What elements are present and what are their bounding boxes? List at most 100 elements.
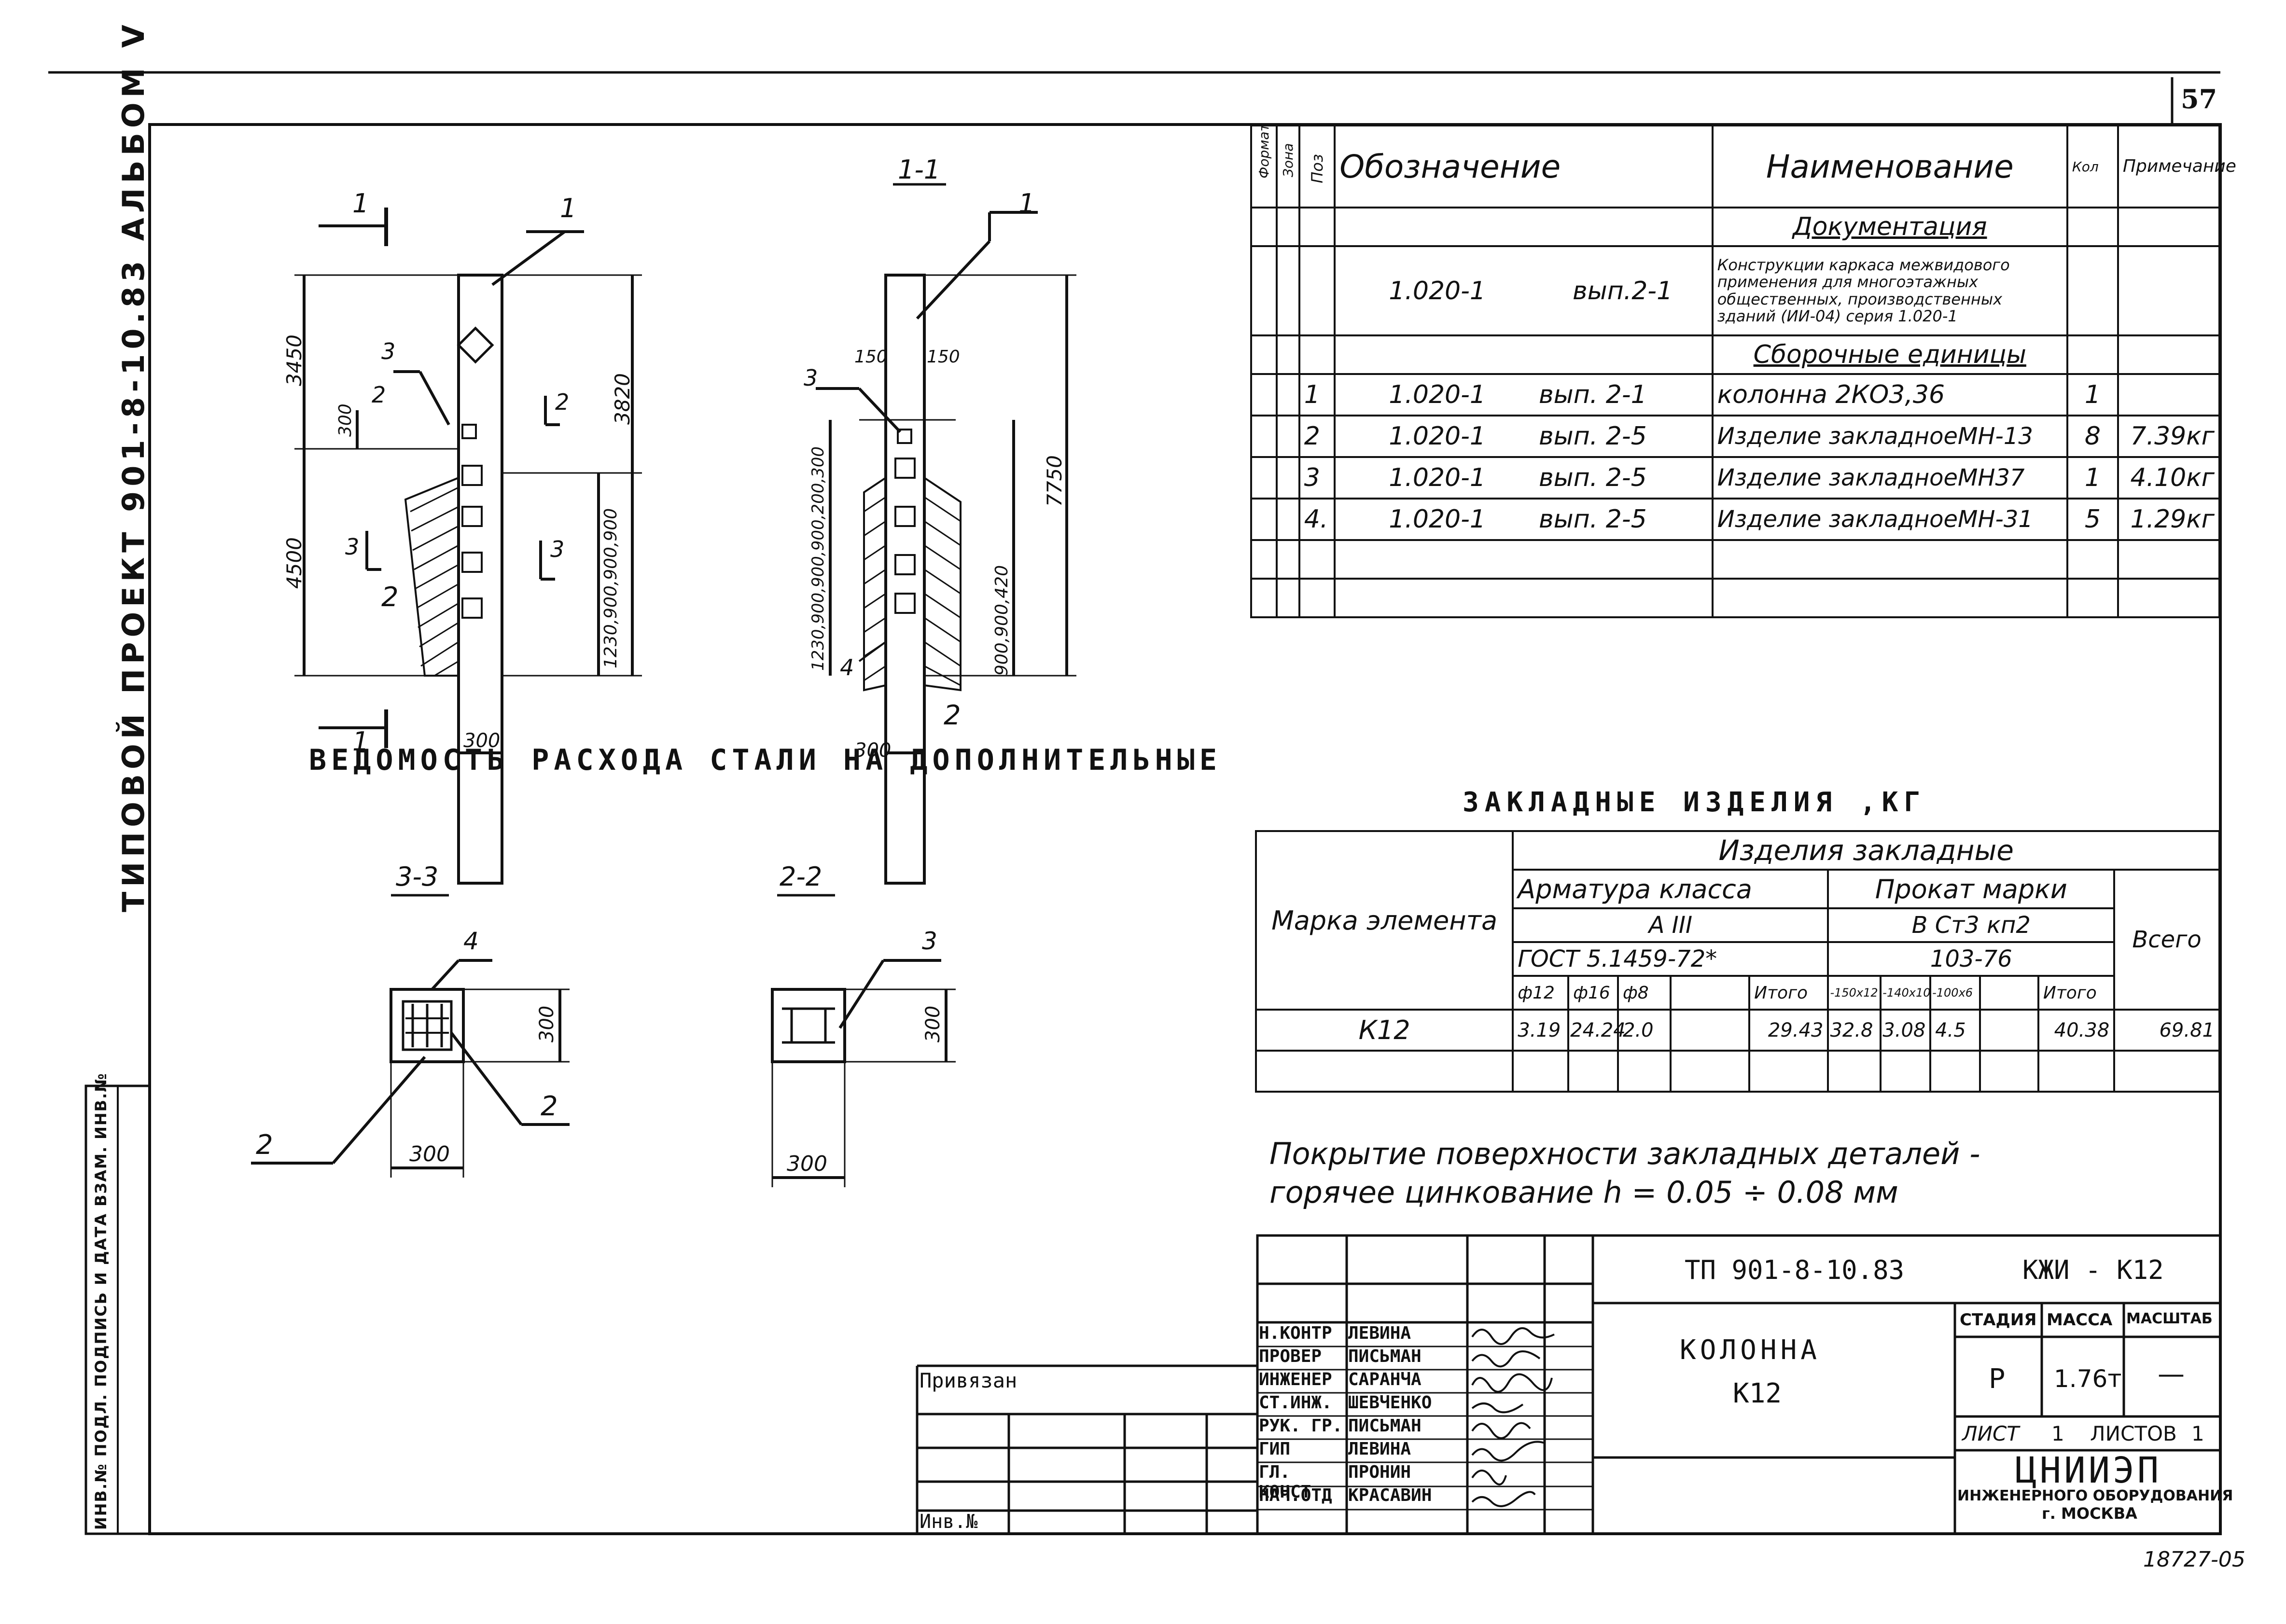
steel-group-header: Изделия закладные [1512, 830, 2220, 871]
elev-leader-1: 1 [560, 193, 577, 223]
spec-header-note: Примечание [2117, 125, 2236, 208]
s11-leader-3: 3 [804, 365, 818, 391]
steel-rolled-grade: В Ст3 кп2 [1827, 907, 2116, 943]
side-title: ТИПОВОЙ ПРОЕКТ 901-8-10.83 АЛЬБОМ V [116, 20, 151, 912]
org-sub: ИНЖЕНЕРНОГО ОБОРУДОВАНИЯ [1957, 1487, 2233, 1504]
side-stamp: ИНВ.№ ПОДЛ. ПОДПИСЬ И ДАТА ВЗАМ. ИНВ.№ [92, 1072, 110, 1530]
s33-dim-h: 300 [536, 1005, 558, 1042]
coating-note-line2: горячее цинкование h = 0.05 ÷ 0.08 мм [1269, 1175, 1898, 1210]
s11-dim-width: 300 [854, 739, 892, 762]
sheets-count-total: 1 [2191, 1422, 2204, 1445]
spec-doc-name: Конструкции каркаса межвидового применен… [1711, 245, 2068, 336]
spec-header-designation: Обозначение [1334, 125, 1714, 208]
elev-dim-left-top: 3450 [282, 334, 306, 386]
s11-dim-150a: 150 [854, 347, 888, 367]
object-mark: К12 [1733, 1378, 1782, 1409]
steel-mark-header: Марка элемента [1255, 830, 1514, 1011]
archive-number: 18727-05 [2143, 1547, 2245, 1572]
doc-code: КЖИ - К12 [2022, 1255, 2164, 1285]
steel-rolled-header: Прокат марки [1827, 869, 2116, 909]
elev-cut-2: 2 [372, 382, 386, 408]
steel-title-line2: ЗАКЛАДНЫЕ ИЗДЕЛИЯ ,КГ [1463, 787, 1926, 818]
mass-label: МАССА [2047, 1310, 2113, 1330]
elev-cut-3-left: 3 [345, 534, 360, 560]
section-1-1-view [816, 183, 1076, 885]
spec-header-name: Наименование [1711, 125, 2068, 208]
steel-total-header: Всего [2113, 869, 2220, 1011]
role-row: РУК. ГР.ПИСЬМАН [1259, 1416, 1422, 1436]
spec-header-pos: Поз [1298, 125, 1336, 208]
s11-leader-1: 1 [1018, 188, 1035, 219]
section-2-2-title: 2-2 [780, 861, 822, 892]
signatures [1471, 1327, 1555, 1507]
stage-value: Р [1989, 1363, 2005, 1395]
scale-label: МАСШТАБ [2126, 1310, 2213, 1327]
s33-leader-2-left: 2 [256, 1129, 273, 1161]
section-3-3-title: 3-3 [396, 861, 439, 892]
s22-leader-3: 3 [922, 927, 937, 955]
project-code: ТП 901-8-10.83 [1685, 1255, 1905, 1285]
elev-cut-1-bottom: 1 [352, 726, 369, 757]
section-3-3-view [251, 894, 570, 1178]
spec-header-format: Формат [1250, 124, 1278, 208]
s11-dim-150b: 150 [927, 347, 960, 367]
elev-dim-width: 300 [463, 730, 501, 752]
steel-rebar-gost: ГОСТ 5.1459-72* [1512, 941, 1829, 977]
elev-cut-2-right: 2 [555, 389, 570, 415]
spec-doc-section: Документация [1711, 207, 2068, 247]
elev-cut-1-top: 1 [352, 188, 369, 219]
steel-rebar-header: Арматура класса [1512, 869, 1829, 909]
s11-mark-2: 2 [944, 700, 961, 731]
spec-header-zone: Зона [1275, 125, 1300, 208]
steel-row: К12 3.19 24.24 2.0 29.43 32.8 3.08 4.5 4… [1255, 1009, 2220, 1052]
stage-label: СТАДИЯ [1960, 1310, 2037, 1330]
sheets-label: ЛИСТОВ [2090, 1422, 2177, 1445]
s11-dim-right-stack: 900,900,420 [992, 565, 1012, 676]
elev-cut-3-right: 3 [550, 536, 565, 562]
spec-assembly-section: Сборочные единицы [1711, 334, 2068, 375]
org-city: г. МОСКВА [2042, 1504, 2137, 1523]
org-name: ЦНИИЭП [2015, 1450, 2162, 1491]
steel-rolled-gost: 103-76 [1827, 941, 2116, 977]
s33-leader-4: 4 [463, 927, 479, 955]
coating-note-line1: Покрытие поверхности закладных деталей - [1269, 1136, 1980, 1171]
elev-dim-left-bottom: 4500 [282, 537, 306, 589]
object-name: КОЛОННА [1680, 1334, 1821, 1366]
spec-header-qty: Кол [2066, 125, 2119, 208]
sheet-label: ЛИСТ [1962, 1422, 2019, 1445]
scale-value: — [2158, 1359, 2185, 1390]
steel-rebar-class: А III [1512, 907, 1829, 943]
elev-dim-right-top: 3820 [611, 373, 634, 425]
s22-dim-h: 300 [922, 1005, 944, 1042]
page-number: 57 [2181, 83, 2217, 114]
s22-dim-w: 300 [787, 1152, 827, 1176]
section-2-2-view [771, 894, 956, 1187]
s11-dim-left-stack: 1230,900,900,900,200,300 [808, 446, 828, 671]
elev-dim-300: 300 [335, 403, 355, 437]
steel-title-line1: ВЕДОМОСТЬ РАСХОДА СТАЛИ НА ДОПОЛНИТЕЛЬНЫ… [309, 743, 1222, 777]
title-block-lines [916, 1234, 2222, 1535]
specification-table: Формат Зона Поз Обозначение Наименование… [1250, 124, 2236, 618]
elev-dim-right-bottom: 1230,900,900,900 [601, 508, 621, 668]
elevation-view [294, 208, 642, 885]
elev-mark-2: 2 [381, 582, 399, 613]
s11-mark-4: 4 [840, 654, 854, 680]
section-1-1-title: 1-1 [898, 154, 941, 185]
steel-table: Марка элемента Изделия закладные Арматур… [1255, 830, 2220, 1093]
s33-leader-2-right: 2 [541, 1091, 558, 1122]
inv-label: Инв.№ [920, 1511, 978, 1533]
mass-value: 1.76т [2054, 1365, 2122, 1393]
sheets-count: 1 [2051, 1422, 2064, 1445]
